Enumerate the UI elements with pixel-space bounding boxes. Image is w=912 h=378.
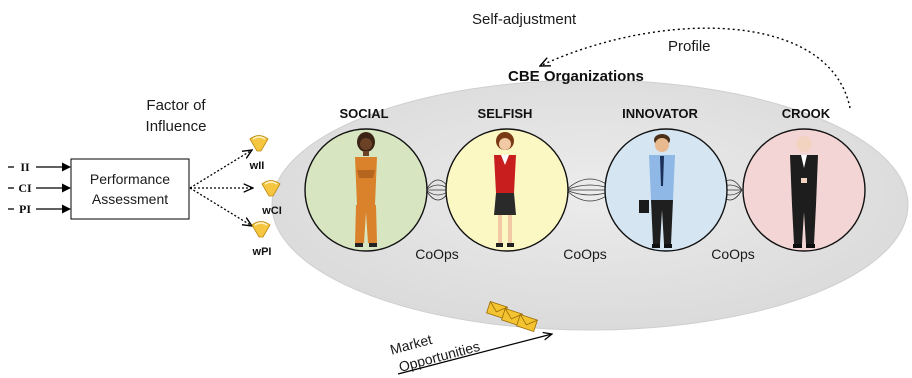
person-figure-icon [494,132,516,247]
coops-label-1: CoOps [415,246,459,262]
weight-label-wci: wCI [261,205,282,217]
envelope-icon [516,314,538,332]
weight-arrow-ii [189,150,252,189]
inputs-group: II CI PI [8,160,71,216]
coops-label-2: CoOps [563,246,607,262]
performance-assessment-line2: Assessment [92,191,168,207]
profile-heading-selfish: SELFISH [478,106,533,121]
coops-label-3: CoOps [711,246,755,262]
input-label-ii: II [20,160,30,174]
envelope-icon [501,308,523,326]
profile-heading-innovator: INNOVATOR [622,106,698,121]
funnel-weight-icon [249,135,269,152]
weight-label-wpi: wPI [252,246,272,258]
factor-of-influence-line1: Factor of [146,97,206,114]
market-opportunities-arrow [397,334,552,375]
cbe-organizations-ellipse [271,79,909,331]
profile-heading-crook: CROOK [782,106,831,121]
envelope-icon [486,301,508,319]
person-figure-icon [639,134,675,248]
input-label-ci: CI [18,181,32,195]
weight-arrow-pi [189,187,252,226]
performance-assessment-box [70,158,190,220]
self-adjustment-label: Self-adjustment [472,11,577,28]
input-label-pi: PI [19,202,31,216]
weight-label-wii: wII [249,160,265,172]
profile-label: Profile [668,38,711,55]
funnel-weight-icon [251,221,271,238]
profile-heading-social: SOCIAL [339,106,388,121]
person-figure-icon [355,132,377,247]
factor-of-influence-line2: Influence [146,118,207,135]
performance-assessment-line1: Performance [90,171,170,187]
self-adjustment-arrow [540,27,851,109]
market-opportunities-label: Market Opportunities [388,331,481,375]
cbe-organizations-title: CBE Organizations [508,68,644,85]
funnel-weight-icon [261,180,281,197]
person-figure-icon [790,136,818,248]
